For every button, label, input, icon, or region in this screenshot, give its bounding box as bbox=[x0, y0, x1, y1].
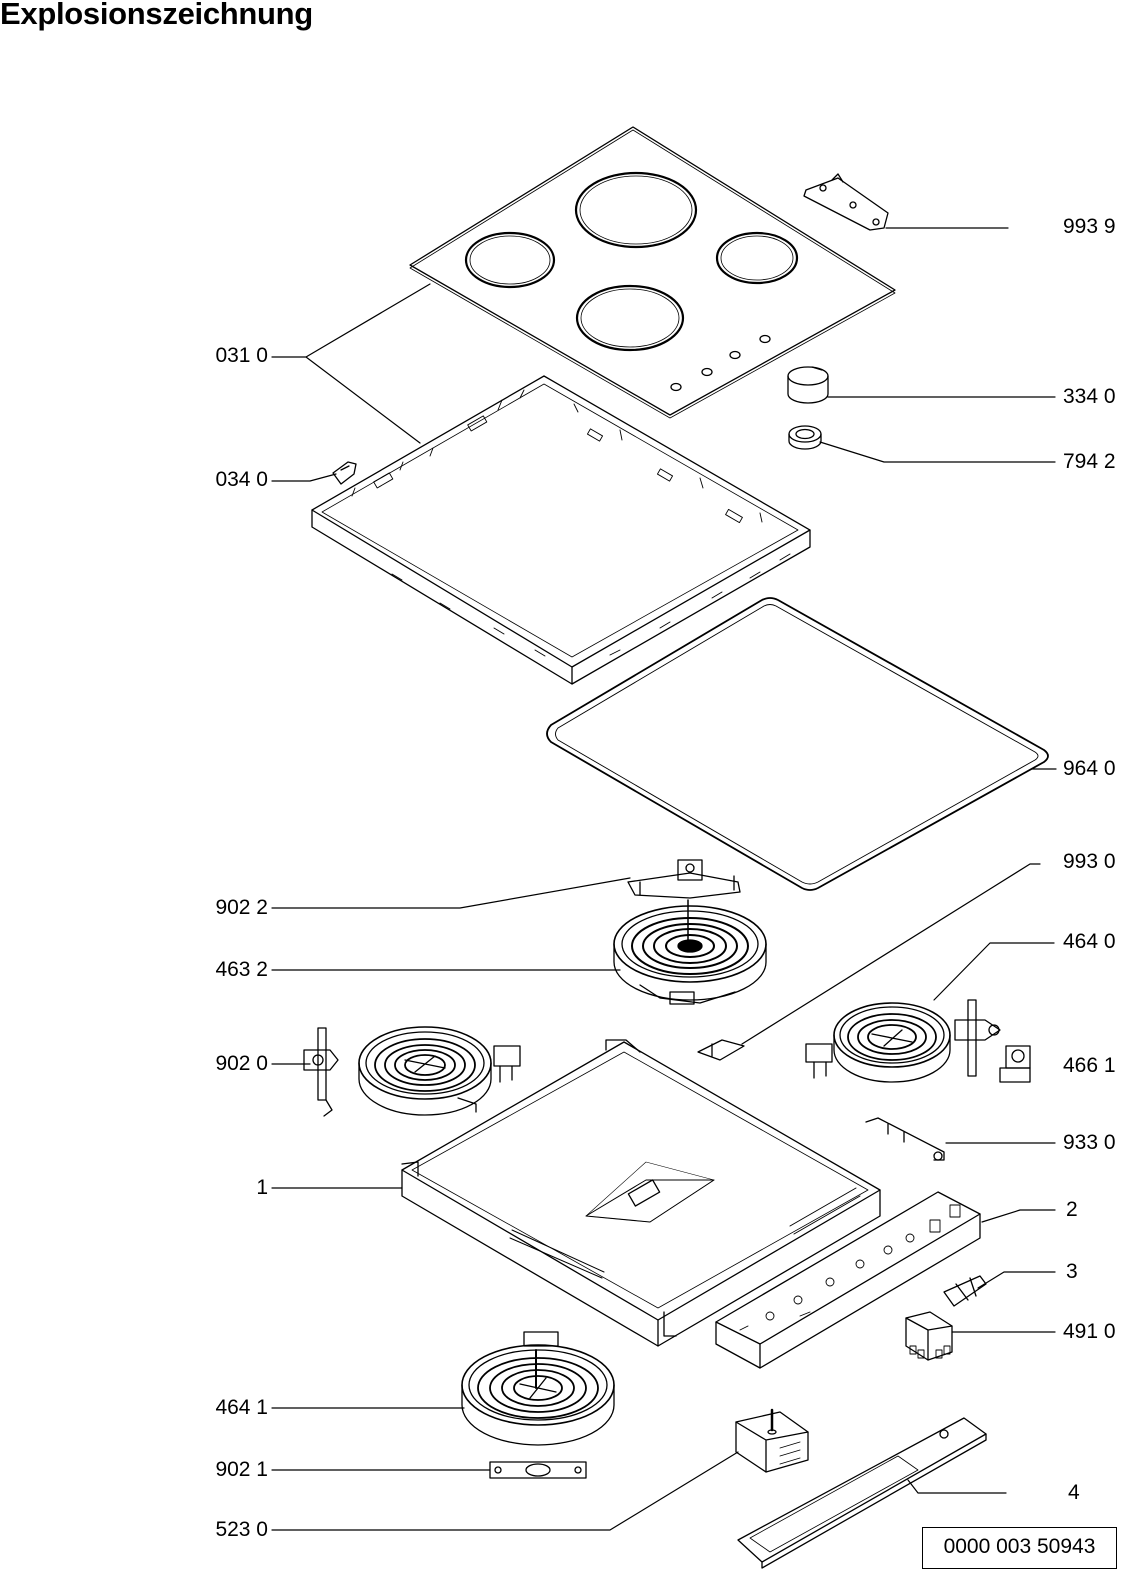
part-label-794-2: 794 2 bbox=[1063, 450, 1116, 473]
leader-lines bbox=[271, 227, 1057, 1531]
glass-ceramic-top bbox=[409, 126, 896, 419]
clip-034-0 bbox=[332, 461, 357, 485]
part-label-466-1: 466 1 bbox=[1063, 1054, 1116, 1077]
bracket-993-9 bbox=[803, 173, 889, 231]
part-label-2: 2 bbox=[1066, 1198, 1078, 1221]
cooking-zone-right bbox=[715, 231, 799, 285]
part-3-clip bbox=[943, 1275, 987, 1307]
part-label-993-0: 993 0 bbox=[1063, 850, 1116, 873]
part-label-034-0: 034 0 bbox=[215, 468, 268, 491]
part-label-993-9: 993 9 bbox=[1063, 215, 1116, 238]
cooking-zone-rear-large bbox=[574, 171, 698, 249]
part-label-031-0: 031 0 bbox=[215, 344, 268, 367]
sensor-933-0 bbox=[865, 1117, 945, 1161]
terminal-block bbox=[905, 1311, 953, 1361]
part-label-491-0: 491 0 bbox=[1063, 1320, 1116, 1343]
page-title: Explosionszeichnung bbox=[0, 0, 313, 31]
part-label-1: 1 bbox=[256, 1176, 268, 1199]
part-label-463-2: 463 2 bbox=[215, 958, 268, 981]
heating-element-464-1 bbox=[461, 1331, 615, 1446]
bracket-464-0 bbox=[954, 999, 1001, 1077]
bracket-902-1 bbox=[489, 1461, 587, 1479]
base-tray bbox=[401, 1039, 881, 1347]
control-housing bbox=[715, 1191, 981, 1369]
clip-993-0 bbox=[697, 1039, 745, 1061]
cooking-zone-front bbox=[575, 284, 685, 352]
switch-466-1 bbox=[999, 1045, 1031, 1083]
part-label-933-0: 933 0 bbox=[1063, 1131, 1116, 1154]
part-label-3: 3 bbox=[1066, 1260, 1078, 1283]
energy-regulator bbox=[735, 1408, 809, 1473]
part-label-902-2: 902 2 bbox=[215, 896, 268, 919]
bracket-902-2 bbox=[627, 859, 741, 899]
part-label-523-0: 523 0 bbox=[215, 1518, 268, 1541]
part-label-4: 4 bbox=[1068, 1481, 1080, 1504]
hob-frame bbox=[311, 375, 811, 685]
heating-element-902-0 bbox=[358, 1026, 521, 1116]
part-label-964-0: 964 0 bbox=[1063, 757, 1116, 780]
document-number-box: 0000 003 50943 bbox=[922, 1527, 1117, 1569]
part-label-464-1: 464 1 bbox=[215, 1396, 268, 1419]
knob-seal-ring bbox=[788, 425, 822, 450]
bracket-902-0 bbox=[303, 1027, 339, 1117]
part-label-334-0: 334 0 bbox=[1063, 385, 1116, 408]
part-label-464-0: 464 0 bbox=[1063, 930, 1116, 953]
heating-element-464-0 bbox=[805, 1002, 951, 1083]
heating-element-463-2 bbox=[613, 899, 767, 1005]
control-knob bbox=[787, 366, 829, 404]
part-label-902-0: 902 0 bbox=[215, 1052, 268, 1075]
cooking-zone-left bbox=[464, 231, 556, 289]
part-label-902-1: 902 1 bbox=[215, 1458, 268, 1481]
cover-plate-4 bbox=[737, 1417, 987, 1569]
frame-seal bbox=[546, 597, 1049, 891]
